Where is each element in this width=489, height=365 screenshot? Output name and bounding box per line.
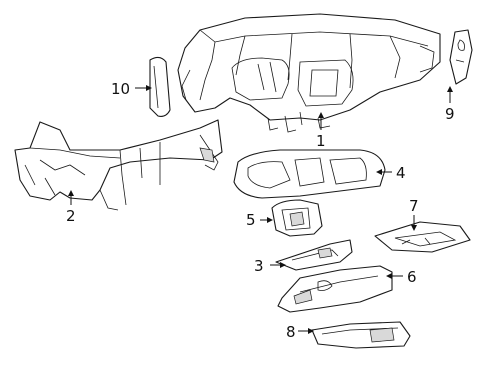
callout-4: 4	[396, 164, 406, 182]
part-8-reinforcement	[311, 321, 411, 349]
callout-3: 3	[254, 257, 264, 275]
part-5-bezel	[271, 199, 323, 237]
callout-2: 2	[66, 207, 76, 225]
callout-1: 1	[316, 132, 326, 150]
callout-6: 6	[407, 268, 417, 286]
part-2-cross-car-beam	[14, 119, 223, 211]
part-6-console-bezel	[277, 265, 393, 313]
callout-5: 5	[246, 211, 256, 229]
callout-10: 10	[111, 80, 130, 98]
part-9-end-cap	[449, 29, 473, 85]
part-7-panel	[374, 221, 471, 253]
part-4-cluster-bezel	[233, 149, 386, 199]
leaders	[68, 85, 453, 334]
callout-9: 9	[445, 105, 455, 123]
callout-labels: 1 2 3 4 5 6 7 8 9 10	[66, 80, 455, 341]
part-10-end-cap	[149, 56, 171, 117]
part-3-bracket	[275, 239, 353, 271]
callout-7: 7	[409, 197, 419, 215]
part-1-instrument-panel	[177, 13, 441, 133]
callout-8: 8	[286, 323, 296, 341]
